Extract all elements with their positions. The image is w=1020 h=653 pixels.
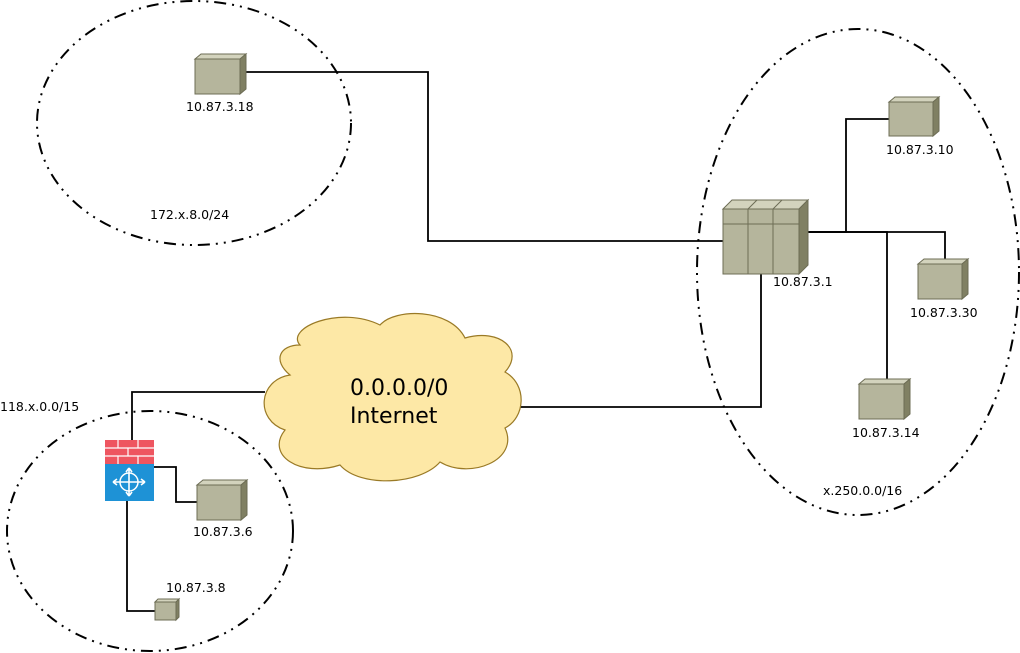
host-3-8[interactable]: 10.87.3.8 (153, 580, 226, 622)
link-3-18-to-router (245, 71, 723, 242)
link-firewall-to-3-8 (126, 500, 155, 612)
device-top (857, 378, 912, 385)
link-firewall-to-internet (131, 391, 265, 440)
link-router-to-3-14 (808, 231, 888, 381)
device-face (196, 484, 242, 521)
rack-unit-1 (722, 208, 749, 275)
device-side (903, 377, 911, 421)
link-router-to-3-30 (808, 231, 946, 262)
device-top (916, 258, 970, 265)
arrows-icon-cross (112, 467, 146, 497)
host-3-18-label: 10.87.3.18 (186, 99, 254, 114)
rack-divider-top-2 (772, 199, 783, 210)
device-side (240, 478, 248, 522)
router-3-1-label: 10.87.3.1 (773, 274, 833, 289)
zone-172-label: 172.x.8.0/24 (150, 207, 229, 222)
firewall-router[interactable] (105, 440, 154, 501)
host-3-10-label: 10.87.3.10 (886, 142, 954, 157)
device-face (888, 101, 934, 137)
rack-top (721, 199, 810, 210)
internet-label: Internet (350, 404, 438, 429)
device-face (154, 601, 177, 621)
host-3-8-label: 10.87.3.8 (166, 580, 226, 595)
cloud-shape (263, 312, 522, 482)
zone-118-boundary (6, 410, 294, 652)
internet-address: 0.0.0.0/0 (350, 376, 448, 401)
host-3-6-label: 10.87.3.6 (193, 524, 253, 539)
host-3-10[interactable]: 10.87.3.10 (886, 95, 954, 157)
internet-cloud: 0.0.0.0/0 Internet (263, 312, 522, 482)
host-3-14-label: 10.87.3.14 (852, 425, 920, 440)
device-top (193, 53, 248, 60)
rack-unit-3 (772, 208, 800, 275)
device-side (239, 52, 247, 96)
link-router-to-3-10 (808, 118, 889, 233)
device-top (887, 96, 941, 103)
host-3-30-label: 10.87.3.30 (910, 305, 978, 320)
device-face (917, 263, 963, 300)
rack-divider-top-1 (747, 199, 758, 210)
zone-250-label: x.250.0.0/16 (823, 483, 902, 498)
rack-side (798, 198, 809, 276)
router-3-1[interactable]: 10.87.3.1 (721, 198, 833, 289)
host-3-14[interactable]: 10.87.3.14 (852, 377, 920, 440)
rack-unit-2 (747, 208, 774, 275)
link-router-to-internet (520, 274, 762, 408)
zone-118-label: 118.x.0.0/15 (0, 399, 79, 414)
host-3-18[interactable]: 10.87.3.18 (186, 52, 254, 114)
host-3-30[interactable]: 10.87.3.30 (910, 257, 978, 320)
firewall-bricks (105, 440, 154, 464)
zone-250-boundary (696, 28, 1020, 516)
device-face (194, 58, 241, 95)
host-3-6[interactable]: 10.87.3.6 (193, 478, 253, 539)
link-firewall-to-3-6 (154, 466, 197, 503)
device-face (858, 383, 905, 420)
device-top (195, 479, 249, 486)
device-side (961, 257, 969, 301)
device-side (932, 95, 940, 138)
zone-172-boundary (36, 0, 352, 246)
